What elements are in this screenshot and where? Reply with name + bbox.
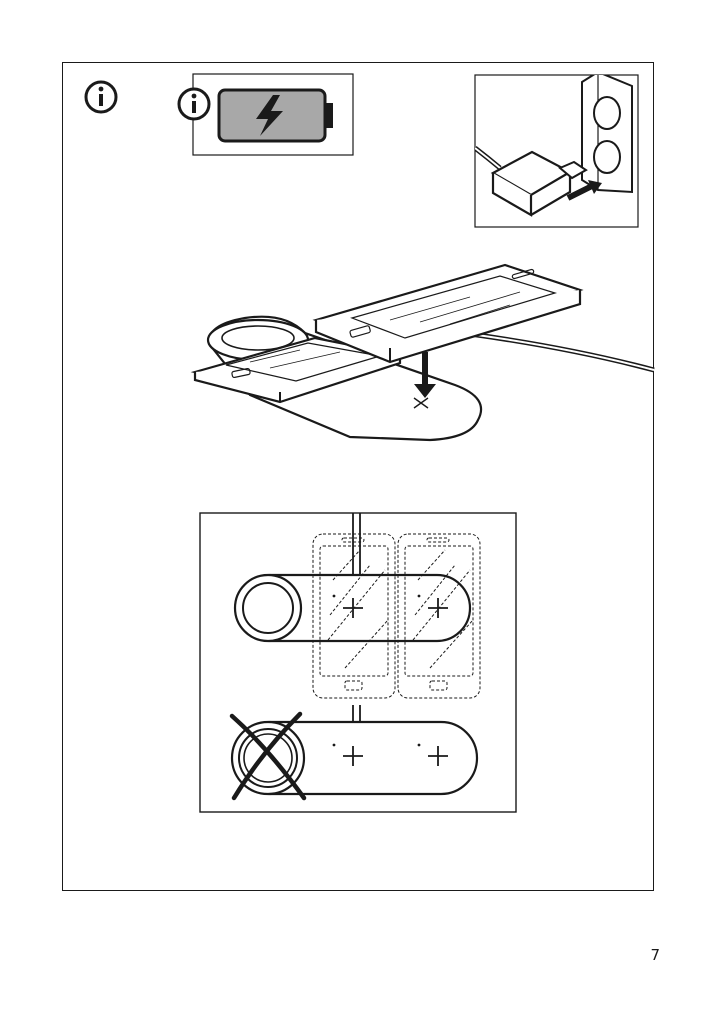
battery-charging-icon xyxy=(217,88,333,143)
wall-socket-plug-icon xyxy=(474,74,639,228)
smartphone-icon xyxy=(397,533,481,699)
charger-with-phones-illustration xyxy=(190,263,655,442)
incorrect-cross-icon xyxy=(229,711,307,801)
battery-info-panel xyxy=(177,73,354,156)
wireless-charger-icon xyxy=(230,720,479,796)
smartphone-icon xyxy=(312,533,396,699)
info-icon xyxy=(177,87,211,121)
smartphone-icon xyxy=(312,263,584,364)
page-number: 7 xyxy=(650,946,660,964)
instruction-frame xyxy=(62,62,654,891)
placement-panel xyxy=(199,512,517,813)
wireless-charger-icon xyxy=(233,573,472,643)
info-icon xyxy=(84,80,118,114)
